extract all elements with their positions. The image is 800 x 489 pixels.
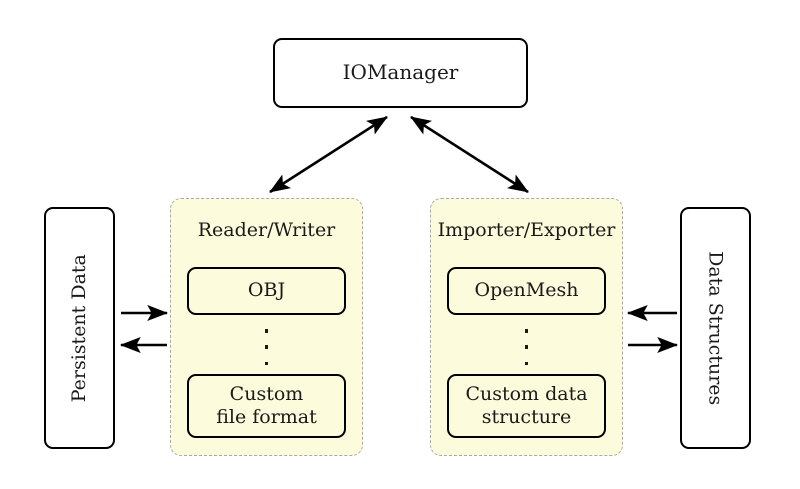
node-data-structures-label: Data Structures bbox=[704, 250, 727, 406]
node-io-manager-label: IOManager bbox=[342, 60, 459, 85]
group-importer-exporter-item-openmesh[interactable]: OpenMesh bbox=[447, 267, 606, 315]
group-importer-exporter-item-openmesh-label: OpenMesh bbox=[474, 279, 579, 302]
group-importer-exporter-title: Importer/Exporter bbox=[437, 219, 616, 241]
group-reader-writer-item-obj-label: OBJ bbox=[247, 279, 286, 302]
group-reader-writer-ellipsis-icon bbox=[171, 329, 362, 365]
group-reader-writer-item-obj[interactable]: OBJ bbox=[187, 267, 346, 315]
group-importer-exporter-ellipsis-icon bbox=[431, 329, 622, 365]
node-persistent-data-label: Persistent Data bbox=[68, 253, 91, 403]
node-io-manager[interactable]: IOManager bbox=[273, 38, 528, 108]
arrow-iomanager-readerwriter bbox=[269, 115, 388, 194]
node-persistent-data[interactable]: Persistent Data bbox=[44, 207, 115, 449]
node-data-structures[interactable]: Data Structures bbox=[680, 207, 751, 449]
arrow-iomanager-importerexporter bbox=[410, 115, 529, 194]
group-reader-writer-title: Reader/Writer bbox=[197, 219, 336, 241]
